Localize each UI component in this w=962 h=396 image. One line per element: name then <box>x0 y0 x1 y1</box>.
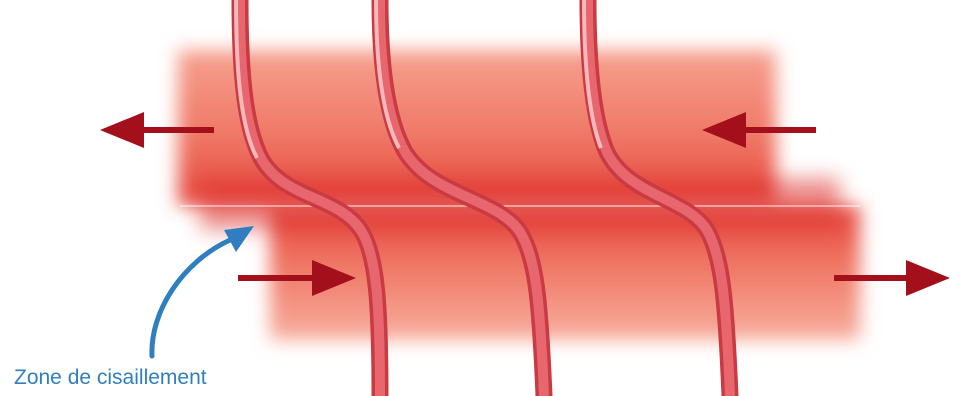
pointer-arrow-icon <box>152 226 254 356</box>
shear-zone-label: Zone de cisaillement <box>14 366 207 390</box>
